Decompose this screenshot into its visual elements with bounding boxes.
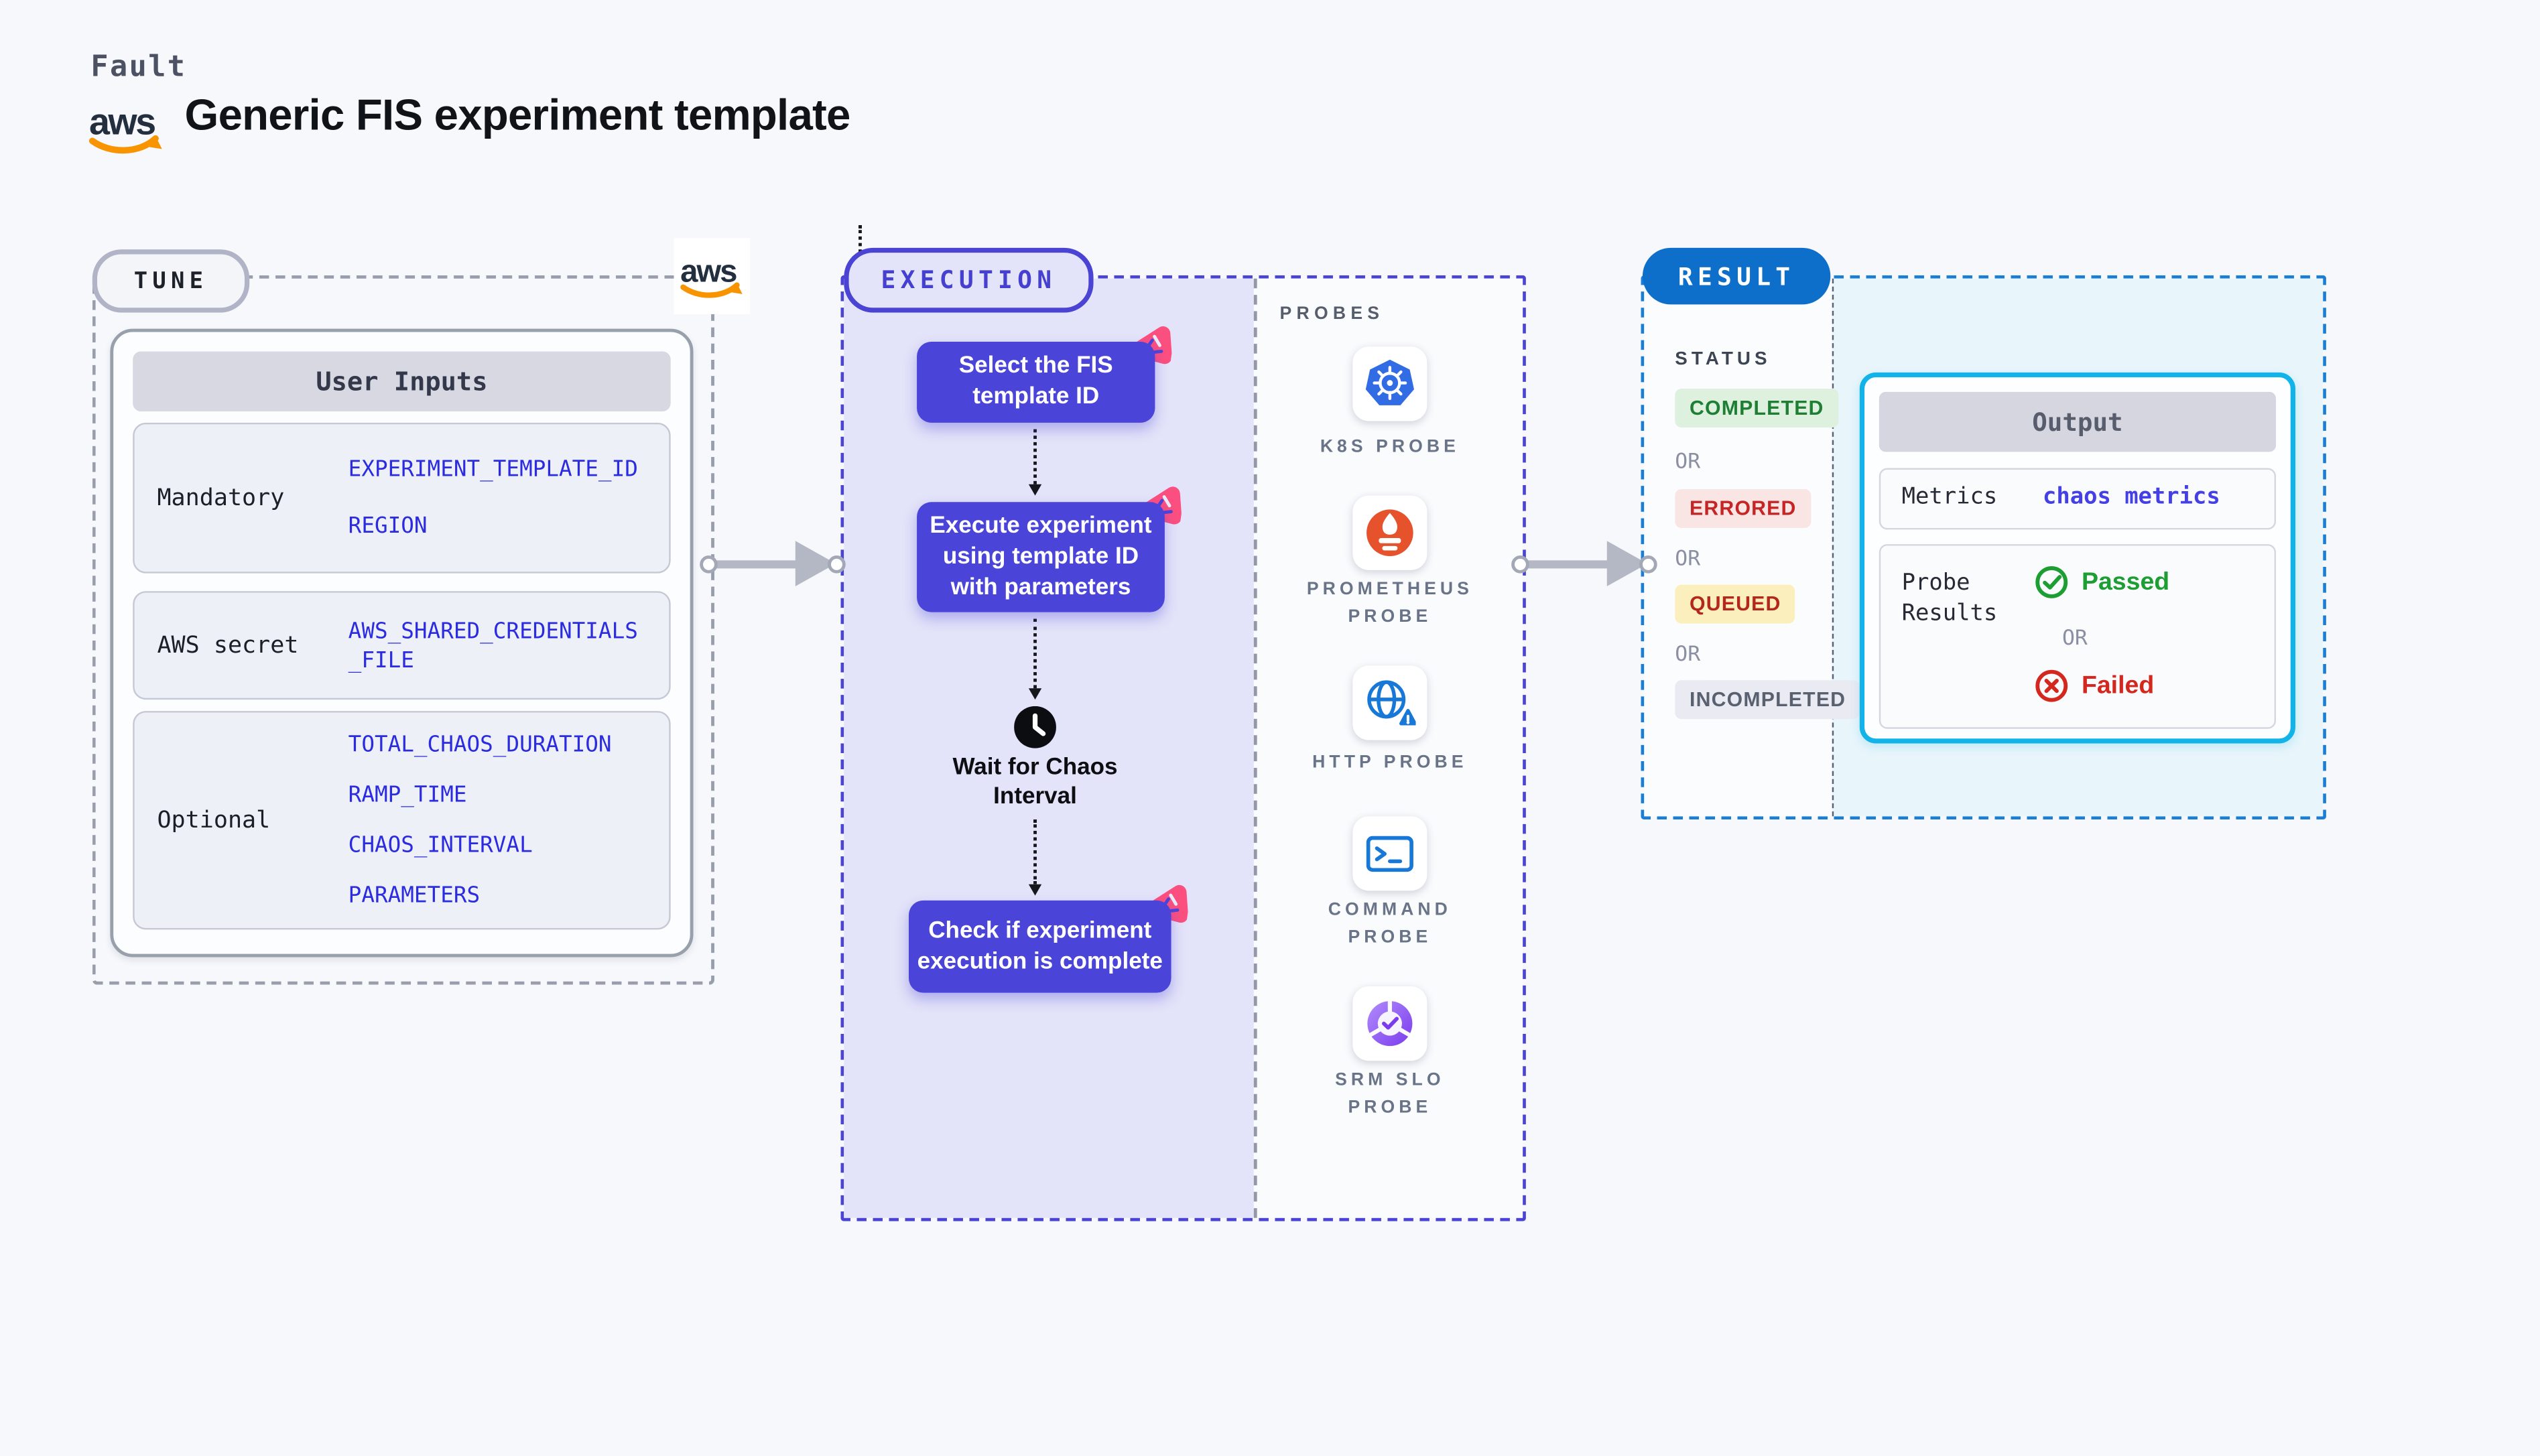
status-header: STATUS bbox=[1675, 350, 1771, 370]
user-inputs-header: User Inputs bbox=[133, 351, 671, 411]
connector-dot bbox=[1638, 554, 1657, 573]
input-variable: CHAOS_INTERVAL bbox=[348, 832, 533, 859]
or-separator: OR bbox=[2061, 626, 2088, 651]
output-card: Output Metrics chaos metrics Probe Resul… bbox=[1859, 372, 2296, 744]
probe-item-k8s[interactable] bbox=[1352, 346, 1427, 421]
execution-pill: EXECUTION bbox=[844, 247, 1094, 313]
chaos-metrics-link[interactable]: chaos metrics bbox=[2042, 484, 2220, 511]
page-title: Generic FIS experiment template bbox=[184, 90, 851, 139]
aws-corner-tile bbox=[674, 238, 751, 314]
probe-item-prometheus[interactable] bbox=[1352, 495, 1427, 570]
status-badge-completed: COMPLETED bbox=[1675, 389, 1839, 428]
pipeline-start-tick bbox=[859, 224, 862, 253]
prometheus-icon bbox=[1367, 509, 1413, 557]
x-circle-icon bbox=[2035, 669, 2068, 702]
flow-connector-arrow bbox=[1028, 819, 1042, 896]
execution-flow-panel bbox=[844, 278, 1254, 1218]
row-values: AWS_SHARED_CREDENTIALS_FILE bbox=[348, 616, 653, 675]
probe-results-label: Probe Results bbox=[1901, 570, 1998, 627]
aws-logo-icon bbox=[680, 253, 745, 300]
wait-step-label: Wait for Chaos Interval bbox=[952, 754, 1118, 809]
probes-header: PROBES bbox=[1279, 304, 1385, 324]
probe-results-row: Probe Results Passed OR Failed bbox=[1879, 544, 2277, 729]
input-variable: RAMP_TIME bbox=[348, 782, 467, 809]
input-variable: PARAMETERS bbox=[348, 882, 481, 909]
http-globe-warning-icon bbox=[1367, 680, 1416, 728]
metrics-label: Metrics bbox=[1901, 484, 1998, 511]
probe-passed: Passed bbox=[2035, 566, 2169, 600]
result-section-outline: STATUS COMPLETED OR ERRORED OR QUEUED OR… bbox=[1641, 275, 2326, 820]
metrics-row: Metrics chaos metrics bbox=[1879, 468, 2277, 530]
failed-label: Failed bbox=[2081, 671, 2155, 699]
kubernetes-icon bbox=[1365, 359, 1414, 405]
row-values: EXPERIMENT_TEMPLATE_ID REGION bbox=[348, 455, 653, 541]
row-label: Optional bbox=[157, 807, 271, 834]
or-separator: OR bbox=[1675, 547, 1701, 572]
passed-label: Passed bbox=[2081, 568, 2170, 596]
execution-to-result-arrow bbox=[1510, 541, 1657, 586]
tune-pill: TUNE bbox=[92, 249, 250, 313]
step-select-template[interactable]: Select the FIS template ID bbox=[917, 342, 1155, 423]
product-name-label: Fault bbox=[90, 50, 187, 84]
tune-section-outline bbox=[92, 275, 714, 985]
user-inputs-row-mandatory: Mandatory EXPERIMENT_TEMPLATE_ID REGION bbox=[133, 422, 671, 574]
or-separator: OR bbox=[1675, 643, 1701, 667]
connector-dot bbox=[826, 554, 845, 573]
probe-label: COMMAND PROBE bbox=[1328, 900, 1452, 947]
status-badge-errored: ERRORED bbox=[1675, 488, 1812, 528]
check-circle-icon bbox=[2035, 566, 2068, 598]
probe-item-http[interactable] bbox=[1352, 665, 1427, 740]
output-header: Output bbox=[1879, 391, 2277, 452]
arrow-line bbox=[1523, 559, 1617, 568]
flow-connector-arrow bbox=[1028, 429, 1042, 496]
probe-item-srm-slo[interactable] bbox=[1352, 986, 1427, 1061]
connector-dot bbox=[1510, 554, 1529, 573]
status-badge-incompleted: INCOMPLETED bbox=[1675, 680, 1860, 720]
input-variable: REGION bbox=[348, 513, 428, 539]
terminal-icon bbox=[1366, 836, 1413, 872]
wait-step bbox=[1014, 706, 1056, 748]
clock-icon bbox=[1014, 706, 1056, 748]
or-separator: OR bbox=[1675, 450, 1701, 475]
step-execute-experiment[interactable]: Execute experiment using template ID wit… bbox=[917, 502, 1165, 612]
tune-to-execution-arrow bbox=[698, 541, 845, 586]
probe-failed: Failed bbox=[2035, 669, 2154, 703]
status-badge-queued: QUEUED bbox=[1675, 584, 1796, 624]
input-variable: AWS_SHARED_CREDENTIALS_FILE bbox=[348, 618, 638, 673]
input-variable: EXPERIMENT_TEMPLATE_ID bbox=[348, 456, 638, 483]
user-inputs-row-optional: Optional TOTAL_CHAOS_DURATION RAMP_TIME … bbox=[133, 711, 671, 930]
arrow-line bbox=[711, 559, 806, 568]
probe-label: HTTP PROBE bbox=[1312, 752, 1468, 773]
step-check-complete[interactable]: Check if experiment execution is complet… bbox=[908, 900, 1171, 993]
row-label: Mandatory bbox=[157, 484, 285, 511]
row-values: TOTAL_CHAOS_DURATION RAMP_TIME CHAOS_INT… bbox=[348, 730, 653, 910]
probes-panel: PROBES K8S PROBE bbox=[1253, 278, 1523, 1218]
user-inputs-row-aws-secret: AWS secret AWS_SHARED_CREDENTIALS_FILE bbox=[133, 591, 671, 700]
status-panel bbox=[1644, 278, 1832, 817]
probe-label: SRM SLO PROBE bbox=[1335, 1070, 1445, 1118]
probe-label: PROMETHEUS PROBE bbox=[1306, 580, 1473, 627]
slo-donut-check-icon bbox=[1367, 1000, 1413, 1047]
flow-connector-arrow bbox=[1028, 618, 1042, 700]
user-inputs-card: User Inputs Mandatory EXPERIMENT_TEMPLAT… bbox=[110, 328, 694, 957]
execution-section-outline: PROBES K8S PROBE bbox=[840, 275, 1526, 1221]
probe-label: K8S PROBE bbox=[1320, 437, 1460, 457]
connector-dot bbox=[698, 554, 717, 573]
probe-item-command[interactable] bbox=[1352, 816, 1427, 891]
input-variable: TOTAL_CHAOS_DURATION bbox=[348, 732, 612, 758]
row-label: AWS secret bbox=[157, 632, 299, 659]
aws-logo-icon bbox=[89, 101, 166, 155]
result-pill: RESULT bbox=[1642, 247, 1831, 305]
